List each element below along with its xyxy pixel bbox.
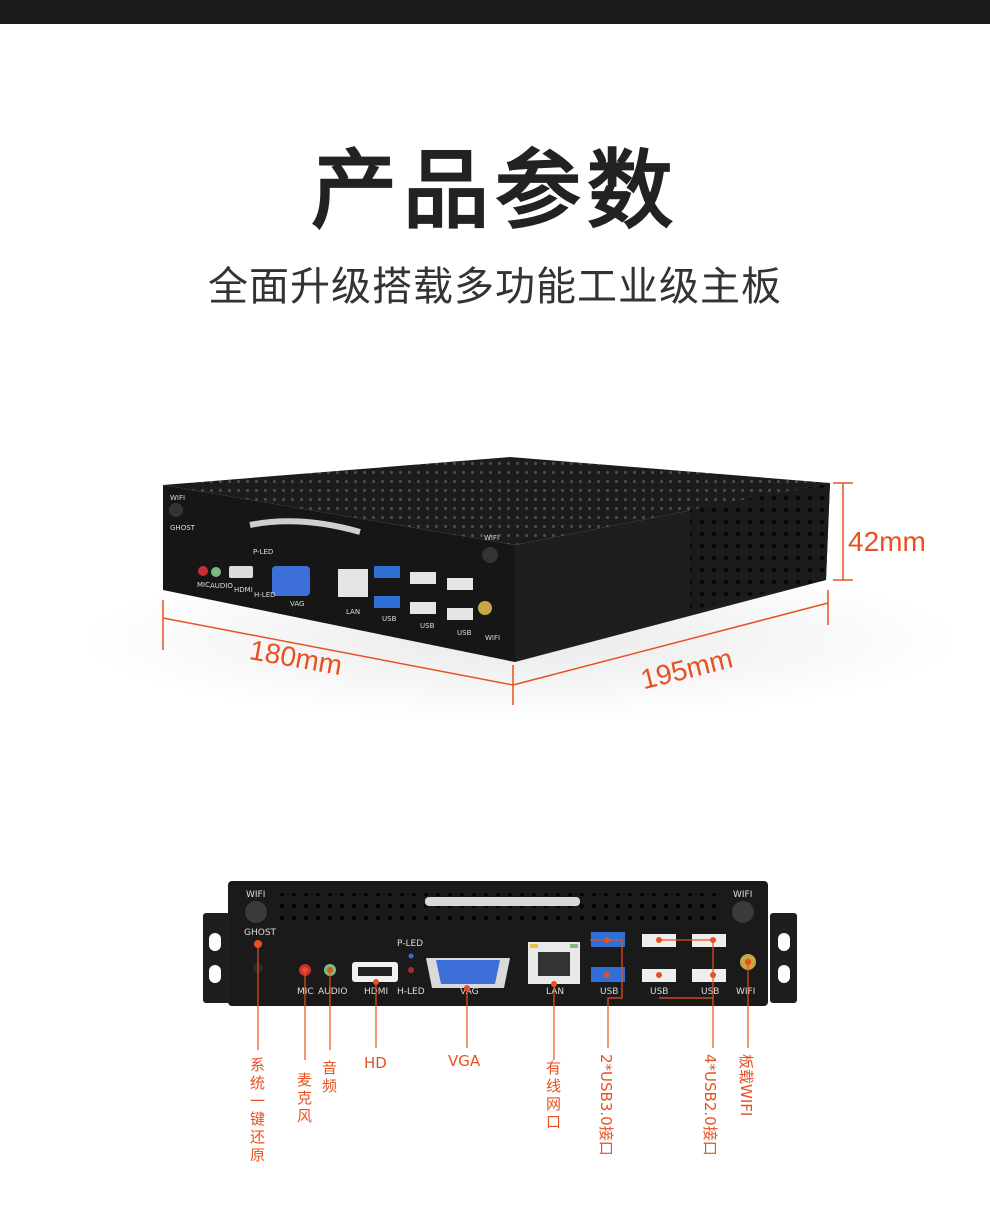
mic-jack-icon — [198, 566, 208, 576]
wifi-button-icon — [169, 503, 183, 517]
svg-text:统: 统 — [250, 1074, 265, 1092]
port-label-ghost: GHOST — [244, 928, 277, 938]
port-label-audio: AUDIO — [210, 582, 233, 590]
svg-text:有: 有 — [546, 1059, 561, 1077]
page-subtitle: 全面升级搭载多功能工业级主板 — [208, 264, 782, 310]
lan-port-icon — [338, 569, 368, 597]
port-label-wifi-antenna: WIFI — [736, 987, 755, 997]
dimension-lines — [162, 482, 853, 705]
port-label-usb: USB — [382, 615, 397, 623]
svg-text:麦: 麦 — [297, 1071, 312, 1089]
svg-text:网: 网 — [546, 1095, 561, 1113]
usb2-port-icon — [410, 572, 436, 584]
vga-port-icon — [272, 566, 310, 596]
dimension-height: 42mm — [848, 526, 926, 557]
svg-text:一: 一 — [250, 1092, 265, 1110]
svg-text:口: 口 — [546, 1113, 561, 1131]
port-label-wifi: WIFI — [485, 634, 500, 642]
handle-bar — [425, 897, 580, 906]
port-label-hled: H-LED — [397, 987, 425, 997]
page-title: 产品参数 — [311, 141, 679, 241]
callout-mic: 麦 克 风 — [297, 1071, 312, 1125]
usb3-port-icon — [374, 566, 400, 578]
top-bar — [0, 0, 990, 24]
port-label-audio: AUDIO — [318, 987, 347, 997]
wifi-left-button-icon — [245, 901, 267, 923]
callout-lan: 有 线 网 口 — [546, 1059, 561, 1131]
callout-audio: 音 频 — [322, 1059, 337, 1095]
port-label-hdmi: HDMI — [234, 586, 253, 594]
svg-text:风: 风 — [297, 1107, 312, 1125]
right-bracket — [770, 913, 797, 1003]
port-label-usb: USB — [600, 987, 618, 997]
svg-text:音: 音 — [322, 1059, 337, 1077]
port-label-wifi: WIFI — [170, 494, 185, 502]
svg-text:克: 克 — [297, 1089, 312, 1107]
vga-port-icon — [436, 960, 500, 984]
port-label-mic: MIC — [197, 581, 210, 589]
device-top-vent — [163, 457, 830, 545]
svg-text:原: 原 — [250, 1146, 265, 1164]
port-label-vag: VAG — [460, 987, 479, 997]
device-isometric: WIFI GHOST MIC AUDIO HDMI P-LED H-LED VA… — [80, 457, 960, 720]
antenna-connector-icon — [478, 601, 492, 615]
svg-text:系: 系 — [250, 1056, 265, 1074]
usb2-port-icon — [410, 602, 436, 614]
svg-text:键: 键 — [250, 1110, 265, 1128]
wifi-button-icon — [482, 547, 498, 563]
port-label-pled: P-LED — [253, 548, 273, 556]
wifi-right-button-icon — [732, 901, 754, 923]
svg-text:频: 频 — [322, 1077, 337, 1095]
callout-wifi: 板载WIFI — [737, 1054, 755, 1116]
device-front-view: WIFI WIFI GHOST MIC AUDIO HDMI P-LED H-L… — [203, 881, 797, 1006]
port-label-wifi-right: WIFI — [733, 890, 752, 900]
port-label-wifi: WIFI — [484, 534, 499, 542]
callout-vga: VGA — [448, 1052, 481, 1070]
port-label-usb: USB — [420, 622, 435, 630]
port-label-lan: LAN — [346, 608, 360, 616]
port-label-ghost: GHOST — [170, 524, 196, 532]
audio-jack-icon — [211, 567, 221, 577]
port-label-hled: H-LED — [254, 591, 276, 599]
usb3-port-icon — [374, 596, 400, 608]
svg-text:线: 线 — [546, 1077, 561, 1095]
callout-usb3: 2*USB3.0接口 — [597, 1054, 615, 1156]
svg-text:还: 还 — [250, 1128, 265, 1146]
left-bracket — [203, 913, 230, 1003]
callout-usb2: 4*USB2.0接口 — [701, 1054, 719, 1156]
port-label-pled: P-LED — [397, 939, 423, 949]
callout-hd: HD — [364, 1054, 387, 1072]
port-label-vag: VAG — [290, 600, 304, 608]
callout-reset: 系 统 一 键 还 原 — [250, 1056, 265, 1164]
port-label-usb: USB — [701, 987, 719, 997]
usb2-port-icon — [447, 578, 473, 590]
usb2-port-icon — [692, 969, 726, 982]
port-label-usb: USB — [650, 987, 668, 997]
port-label-usb: USB — [457, 629, 472, 637]
usb2-port-icon — [447, 608, 473, 620]
port-label-lan: LAN — [546, 987, 564, 997]
port-label-wifi-left: WIFI — [246, 890, 265, 900]
hdmi-port-icon — [229, 566, 253, 578]
